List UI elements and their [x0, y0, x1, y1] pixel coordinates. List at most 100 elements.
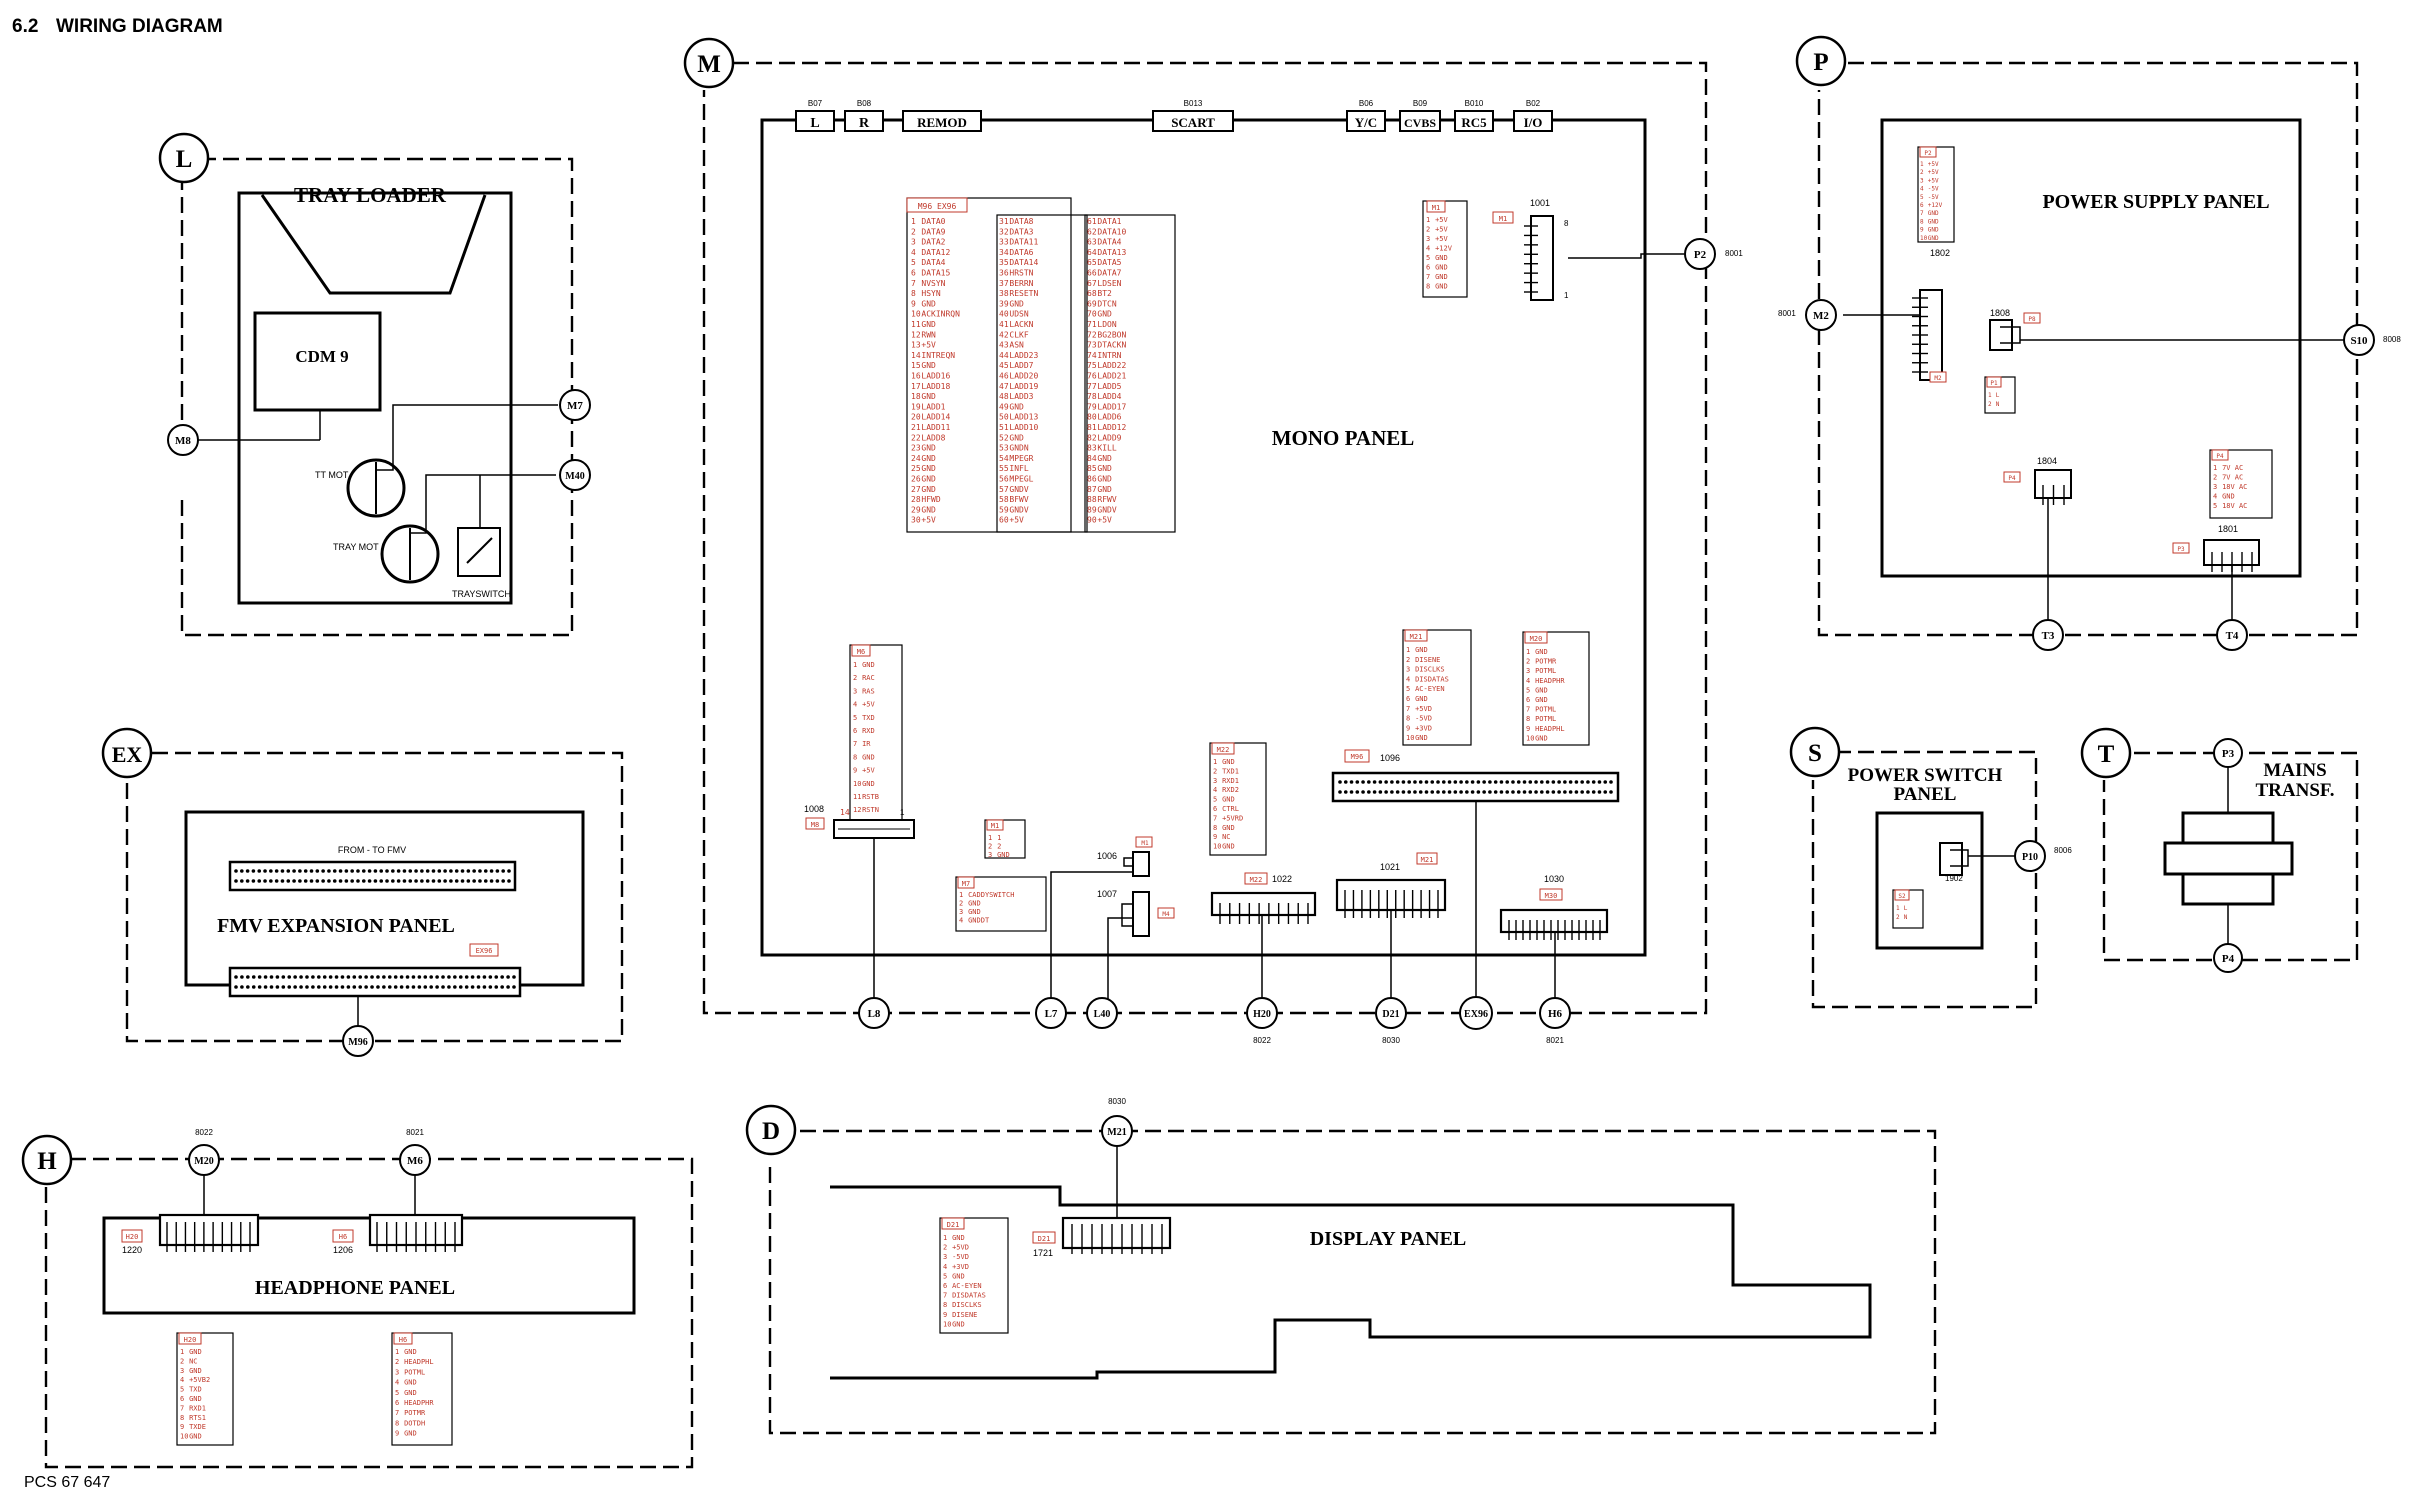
pin-number: 25: [911, 464, 921, 473]
ex-tag: EX96: [476, 947, 493, 955]
mains-transf-title-line2: TRANSF.: [2255, 780, 2334, 801]
connector-pin: [483, 869, 488, 873]
label-1206: 1206: [333, 1245, 353, 1255]
connector-pin: [281, 985, 286, 989]
terminal-d21-label: D21: [1382, 1009, 1399, 1020]
label-1808: 1808: [1990, 308, 2010, 318]
pin-name: DISDATAS: [1415, 675, 1449, 683]
conn-rc5-code: B010: [1465, 99, 1484, 108]
label-1008: 1008: [804, 804, 824, 814]
pin-name: GND: [921, 320, 936, 329]
connector-pin: [1551, 790, 1556, 794]
pin-name: POTMR: [404, 1409, 426, 1417]
connector-1008: M8 1008 14 1: [804, 804, 915, 839]
pin-name: RESETN: [1009, 289, 1038, 298]
pin-number: 67: [1087, 279, 1097, 288]
pin-name: GND: [1928, 218, 1939, 225]
connector-pin: [358, 975, 363, 979]
connector-pin: [1378, 790, 1383, 794]
connector-pin: [489, 869, 494, 873]
conn-rc5: RC5 B010: [1454, 99, 1494, 132]
connector-pin: [317, 975, 321, 979]
connector-1022: M22 1022: [1210, 872, 1317, 1013]
connector-pin: [501, 869, 505, 873]
pin-number: 81: [1087, 423, 1097, 432]
connector-pin: [466, 879, 471, 883]
pin-name: GND: [1928, 210, 1939, 217]
code-8030-top: 8030: [1108, 1097, 1126, 1106]
pin-number: 49: [999, 402, 1009, 411]
connector-pin: [1574, 780, 1579, 784]
connector-pin: [234, 879, 238, 883]
connector-pin: [1436, 790, 1440, 794]
teeth-1022: [1219, 903, 1309, 924]
d-left-tag: D21: [947, 1221, 960, 1229]
connector-pin: [298, 879, 302, 883]
conn-r-label: R: [859, 116, 870, 131]
p-1802-tagbox: [1929, 371, 1947, 383]
tt-mot-label: TT MOT: [315, 470, 349, 480]
connector-pin: [1574, 790, 1579, 794]
m-cadd-tag: M7: [962, 880, 970, 888]
pin-name: GND: [189, 1433, 202, 1441]
block-letter-h: H: [37, 1148, 57, 1175]
pin-number: 3: [911, 238, 916, 247]
connector-pin: [1586, 780, 1590, 784]
connector-pin: [364, 975, 368, 979]
pin-name: INTREQN: [921, 351, 955, 360]
pin-name: GND: [1535, 686, 1548, 694]
terminal-p2: P2: [1684, 238, 1716, 270]
teeth-1030: [1508, 920, 1601, 940]
pin-name: LADD17: [1097, 402, 1126, 411]
terminal-m20: M20: [188, 1144, 220, 1176]
connector-pin: [1557, 790, 1561, 794]
pin-name: -5V: [1928, 186, 1939, 193]
conn-io-label: I/O: [1524, 115, 1543, 130]
pin-name: L: [1904, 905, 1908, 912]
connector-pin: [251, 879, 256, 883]
connector-pin: [466, 869, 471, 873]
teeth-1802: [1912, 297, 1928, 373]
pin-name: LADD1: [921, 402, 945, 411]
pin-name: GND: [1097, 475, 1112, 484]
connector-pin: [257, 869, 262, 873]
connector-pin: [334, 975, 339, 979]
connector-pin: [391, 869, 395, 873]
pin-number: 6: [943, 1282, 947, 1290]
pin-name: ASN: [1009, 341, 1024, 350]
power-switch-title-line1: POWER SWITCH: [1848, 765, 2003, 786]
terminal-l8: L8: [858, 997, 890, 1029]
pin-number: 11: [911, 320, 921, 329]
pin-name: LADD21: [1097, 372, 1126, 381]
pin-name: HEADPHL: [404, 1358, 434, 1366]
connector-pin: [408, 879, 413, 883]
connector-pin: [367, 879, 372, 883]
pin-number: 2: [1988, 401, 1992, 408]
pin-number: 10: [943, 1320, 951, 1328]
d-1721-tag: D21: [1038, 1235, 1051, 1243]
connector-pin: [379, 879, 384, 883]
pin-number: 58: [999, 495, 1009, 504]
block-fmv-expansion: [125, 751, 624, 1043]
p-1802-tag: M2: [1934, 375, 1942, 382]
pin-number: 5: [395, 1389, 399, 1397]
terminal-p4: P4: [2213, 943, 2243, 973]
connector-pin: [1563, 780, 1567, 784]
terminal-p10-label: P10: [2022, 852, 2038, 863]
connector-pin: [476, 985, 481, 989]
connector-pin: [1505, 790, 1510, 794]
pin-number: 13: [911, 341, 921, 350]
pin-number: 8: [180, 1414, 184, 1422]
m-1021-tag: M21: [1421, 856, 1434, 864]
connector-pin: [311, 975, 315, 979]
connector-pin: [1493, 780, 1498, 784]
pin-number: 42: [999, 330, 1009, 339]
connector-pin: [1603, 780, 1608, 784]
connector-pin: [257, 879, 262, 883]
pin-number: 1: [180, 1348, 184, 1356]
pin-name: GND: [921, 475, 936, 484]
pin-name: POTML: [1535, 715, 1556, 723]
code-8022-top: 8022: [195, 1128, 213, 1137]
